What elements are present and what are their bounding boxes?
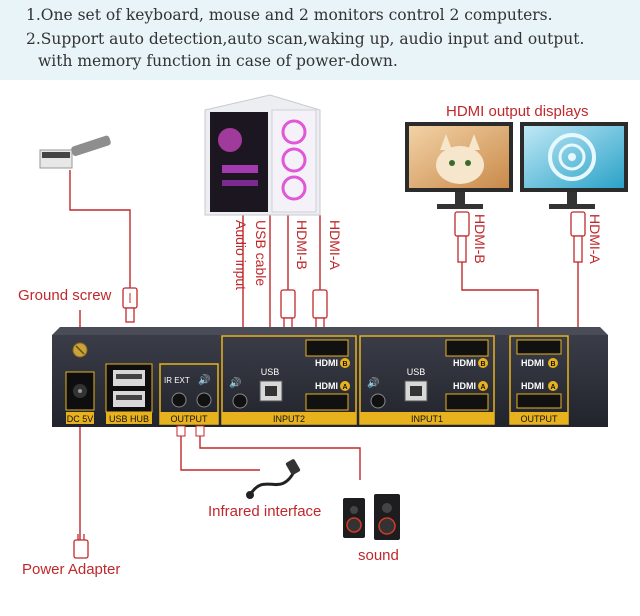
output-hdmi-b-port: [516, 339, 562, 355]
speaker-icon: 🔊: [198, 373, 210, 386]
badge-input1-a: A: [480, 384, 485, 391]
usb-plug-icon: [122, 287, 138, 323]
usb-device-cable: [69, 170, 131, 290]
label-output-hdmi: OUTPUT: [521, 414, 559, 424]
speakers-icon: [343, 494, 400, 540]
input1-hdmi-b-port: [445, 339, 489, 357]
badge-input2-a: A: [342, 384, 347, 391]
audio-in-icon: 🔊: [367, 376, 379, 389]
label-hdmi-output-displays: HDMI output displays: [446, 103, 589, 120]
label-output-audio: OUTPUT: [171, 414, 209, 424]
pc-tower-icon: [204, 94, 321, 216]
label-hdmi-b: HDMI-B: [294, 220, 310, 270]
label-input2-usb: USB: [261, 367, 280, 377]
label-usb-hub: USB HUB: [109, 414, 149, 424]
label-input2-hdmi-a: HDMI: [315, 381, 338, 391]
label-input1-usb: USB: [407, 367, 426, 377]
hdmi-plug-icon: [280, 289, 328, 329]
monitor-right-icon: [520, 122, 628, 209]
feature-line-3: with memory function in case of power-do…: [38, 52, 398, 70]
input2-hdmi-a-port: [305, 393, 349, 411]
label-output-hdmi-b: HDMI: [521, 358, 544, 368]
audio-in-icon: 🔊: [229, 376, 241, 389]
ir-ext-jack: [171, 392, 187, 408]
label-input1-hdmi-a: HDMI: [453, 381, 476, 391]
feature-banner: [0, 0, 640, 80]
monitor-left-icon: [405, 122, 513, 209]
output-hdmi-a-port: [516, 393, 562, 409]
audio-output-jack: [196, 392, 212, 408]
label-power-adapter: Power Adapter: [22, 561, 120, 578]
usb-flash-drive-icon: [39, 135, 111, 169]
badge-input1-b: B: [480, 361, 485, 368]
power-plug-icon: [73, 534, 89, 559]
label-ir-ext: IR EXT: [164, 376, 190, 385]
label-monitor-hdmi-b: HDMI-B: [472, 214, 488, 264]
hdmi-plug-icon: [454, 211, 586, 263]
label-usb-cable: USB cable: [253, 220, 269, 286]
label-monitor-hdmi-a: HDMI-A: [587, 214, 603, 264]
label-audio-input: Audio input: [233, 220, 249, 290]
ground-screw-icon: [72, 342, 88, 358]
label-hdmi-a: HDMI-A: [327, 220, 343, 270]
feature-line-1: 1.One set of keyboard, mouse and 2 monit…: [26, 6, 553, 24]
label-ground-screw: Ground screw: [18, 287, 112, 304]
label-input2: INPUT2: [273, 414, 305, 424]
dc-power-port: [65, 371, 95, 411]
label-output-hdmi-a: HDMI: [521, 381, 544, 391]
infrared-receiver-icon: [246, 459, 301, 499]
input2-audio-jack: [232, 393, 248, 409]
sound-cable: [199, 428, 361, 480]
label-sound: sound: [358, 547, 399, 564]
badge-output-b: B: [550, 361, 555, 368]
input1-hdmi-a-port: [445, 393, 489, 411]
label-dc-5v: DC 5V: [67, 414, 94, 424]
hdmi-b-monitor-cable: [461, 262, 539, 332]
badge-output-a: A: [550, 384, 555, 391]
badge-input2-b: B: [342, 361, 347, 368]
label-input2-hdmi-b: HDMI: [315, 358, 338, 368]
label-input1-hdmi-b: HDMI: [453, 358, 476, 368]
input2-hdmi-b-port: [305, 339, 349, 357]
label-input1: INPUT1: [411, 414, 443, 424]
usb-hub-ports: [105, 363, 153, 413]
infrared-cable: [180, 428, 260, 471]
feature-line-2: 2.Support auto detection,auto scan,wakin…: [26, 30, 585, 48]
label-infrared-interface: Infrared interface: [208, 503, 321, 520]
input1-audio-jack: [370, 393, 386, 409]
